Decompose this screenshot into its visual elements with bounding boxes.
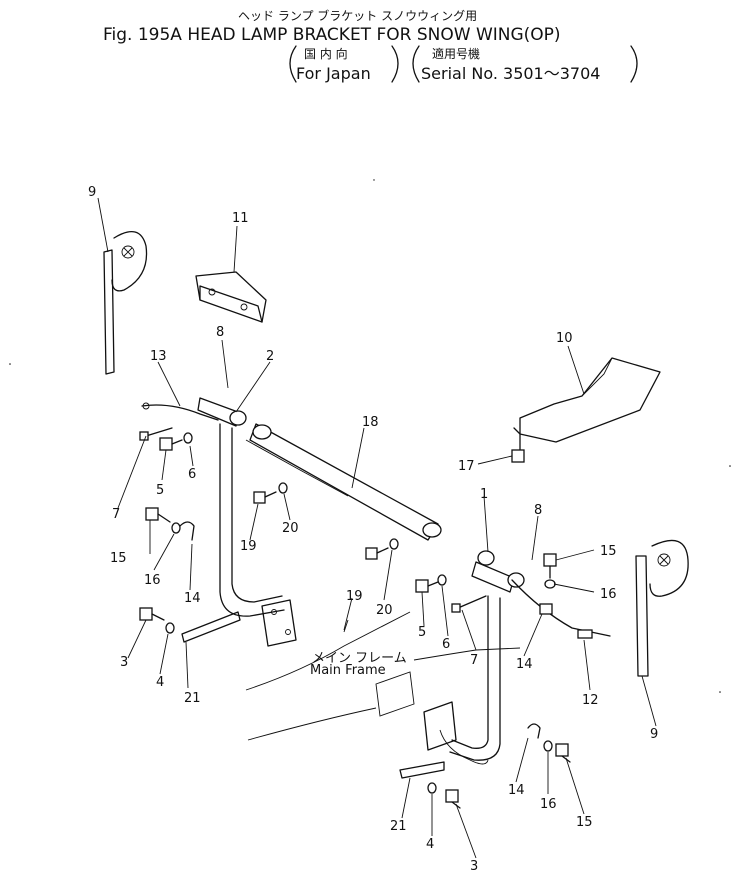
washer-16-right-bottom — [543, 740, 553, 752]
bolt-19-left — [253, 491, 277, 504]
bolt-left-5 — [159, 437, 183, 451]
leader-lines — [97, 197, 657, 859]
washer-20-left — [278, 482, 288, 494]
title-kana: ヘッド ランプ ブラケット スノウウィング用 — [238, 8, 477, 23]
washer-4-right — [427, 782, 437, 794]
lamp-stay-left — [197, 397, 297, 647]
washer-20-right — [389, 538, 399, 550]
bolt-19-right — [365, 547, 389, 560]
callout-20-right: 20 — [376, 603, 393, 618]
callout-10: 10 — [556, 331, 573, 346]
clip-14-right-bottom — [527, 723, 541, 739]
callout-14-right-top: 14 — [516, 657, 533, 672]
bolt-15-right-top — [543, 553, 557, 579]
callout-9-right: 9 — [650, 727, 658, 742]
callout-17: 17 — [458, 459, 475, 474]
lamp-stay-right — [423, 550, 525, 765]
callout-4-left: 4 — [156, 675, 164, 690]
shim-21-right — [399, 761, 445, 779]
callout-15-right-bottom: 15 — [576, 815, 593, 830]
bolt-3-right — [445, 789, 461, 809]
callout-16-right-bottom: 16 — [540, 797, 557, 812]
washer-4-left — [165, 622, 175, 634]
callout-8-left: 8 — [216, 325, 224, 340]
harness-terminal-left — [142, 402, 150, 410]
callout-4-right: 4 — [426, 837, 434, 852]
washer-16-left — [171, 522, 181, 534]
callout-20-left: 20 — [282, 521, 299, 536]
callout-15-left: 15 — [110, 551, 127, 566]
callout-19-right: 19 — [346, 589, 363, 604]
scan-specks — [9, 179, 731, 693]
callout-7-left: 7 — [112, 507, 120, 522]
callout-5-right: 5 — [418, 625, 426, 640]
callout-12: 12 — [582, 693, 599, 708]
figure-title: Fig. 195A HEAD LAMP BRACKET FOR SNOW WIN… — [103, 25, 561, 45]
callout-14-left: 14 — [184, 591, 201, 606]
callout-6-right: 6 — [442, 637, 450, 652]
callout-15-right-top: 15 — [600, 544, 617, 559]
callout-6-left: 6 — [188, 467, 196, 482]
bolt-right-7 — [451, 595, 487, 613]
callout-7-right: 7 — [470, 653, 478, 668]
wiring-harness-right — [511, 579, 611, 637]
callout-21-right: 21 — [390, 819, 407, 834]
callout-21-left: 21 — [184, 691, 201, 706]
clip-14-left — [179, 521, 195, 541]
callout-11: 11 — [232, 211, 249, 226]
callout-8-right: 8 — [534, 503, 542, 518]
head-lamp-left — [103, 230, 148, 375]
callout-2: 2 — [266, 349, 274, 364]
cross-pipe — [245, 423, 442, 541]
wiring-harness-left — [141, 404, 219, 421]
market-label: For Japan — [296, 64, 371, 83]
callout-1: 1 — [480, 487, 488, 502]
washer-right-6 — [437, 574, 447, 586]
market-open-paren — [289, 45, 297, 83]
serial-open-paren — [412, 45, 420, 83]
bracket-plate — [195, 271, 267, 323]
bolt-3-left — [139, 607, 165, 621]
harness-plug — [577, 629, 593, 639]
callout-3-right: 3 — [470, 859, 478, 872]
main-frame-label: Main Frame — [310, 663, 386, 678]
callout-16-left: 16 — [144, 573, 161, 588]
market-close-paren — [391, 45, 399, 83]
washer-16-right-top — [544, 579, 556, 589]
rail-plate — [511, 357, 661, 463]
callout-14-right-bottom: 14 — [508, 783, 525, 798]
serial-close-paren — [630, 45, 638, 83]
market-kanji: 国 内 向 — [304, 46, 348, 61]
bolt-15-left — [145, 507, 171, 523]
callout-18: 18 — [362, 415, 379, 430]
shim-21-left — [181, 611, 241, 643]
bolt-right-5 — [415, 579, 439, 593]
callout-numbers: 9 11 8 2 13 18 7 5 6 19 20 15 16 14 10 1… — [88, 185, 658, 872]
callout-19-left: 19 — [240, 539, 257, 554]
serial-kanji: 適用号機 — [432, 46, 480, 61]
bolt-15-right-bottom — [555, 743, 571, 763]
clip-14-right-top — [539, 603, 553, 615]
callout-13: 13 — [150, 349, 167, 364]
head-lamp-right — [635, 539, 689, 677]
callout-3-left: 3 — [120, 655, 128, 670]
callout-5-left: 5 — [156, 483, 164, 498]
washer-left-6 — [183, 432, 193, 444]
serial-range: Serial No. 3501～3704 — [421, 64, 600, 83]
main-frame-kana: メイン フレーム — [312, 651, 407, 666]
callout-16-right-top: 16 — [600, 587, 617, 602]
callout-9-left: 9 — [88, 185, 96, 200]
